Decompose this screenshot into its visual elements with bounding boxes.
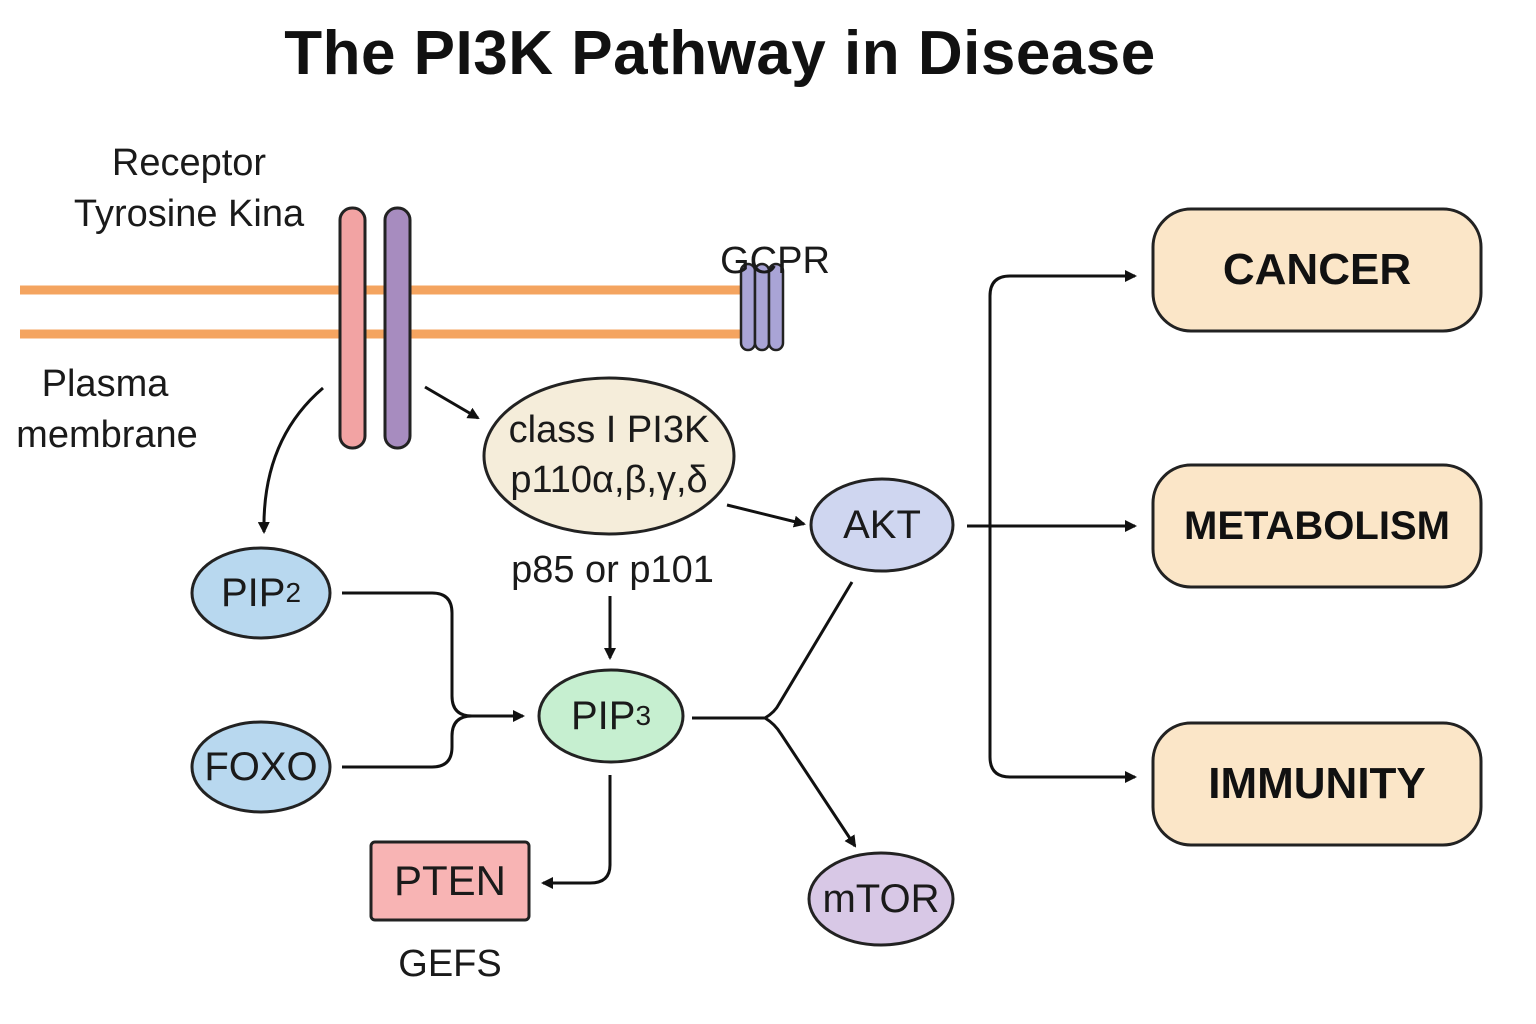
pip2-label-base: PIP — [220, 570, 286, 615]
gpcr-label: GCPR — [720, 240, 830, 282]
pi3k-label-line1: class I PI3K — [508, 409, 710, 451]
arrow-foxo-to-pip3 — [342, 714, 473, 769]
cancer-box — [1151, 207, 1483, 333]
p85-label: p85 or p101 — [511, 549, 714, 591]
pip3-node — [537, 668, 685, 764]
pi3k-label-line2: p110α,β,γ,δ — [510, 459, 708, 501]
pten-node — [369, 840, 531, 922]
akt-label: AKT — [843, 502, 921, 547]
arrow-branch-to-mtor — [764, 716, 857, 848]
pip2-node — [190, 546, 332, 640]
arrow-receptor-to-pi3k — [424, 385, 480, 420]
plasma-membrane-label-line1: Plasma — [41, 363, 169, 405]
immunity-box — [1151, 721, 1483, 847]
receptor-label-line2: Tyrosine Kina — [73, 193, 305, 235]
receptor-label-line1: Receptor — [111, 142, 267, 184]
diagram-title: The PI3K Pathway in Disease — [284, 19, 1156, 88]
mtor-label: mTOR — [822, 876, 940, 921]
arrow-pip3-to-pten — [541, 775, 612, 889]
cancer-label: CANCER — [1222, 245, 1412, 294]
pten-label: PTEN — [393, 857, 506, 904]
metabolism-label: METABOLISM — [1184, 503, 1450, 548]
plasma-membrane-label-line2: membrane — [16, 414, 198, 456]
arrow-akt-to-immunity — [988, 526, 1137, 783]
arrow-receptor-to-pip2 — [257, 386, 324, 534]
arrow-pip2-to-pip3 — [342, 591, 525, 722]
immunity-label: IMMUNITY — [1208, 759, 1426, 808]
akt-node — [809, 477, 955, 573]
pi3k-node — [482, 376, 736, 536]
pip3-label-base: PIP — [570, 693, 636, 738]
gpcr-shape — [739, 262, 785, 352]
arrow-akt-to-cancer — [988, 270, 1137, 526]
gefs-label: GEFS — [398, 943, 502, 985]
pip2-label-subscript: 2 — [285, 577, 302, 608]
metabolism-box — [1151, 463, 1483, 589]
receptor-right-chain — [383, 206, 412, 450]
mtor-node — [807, 851, 955, 947]
receptor-left-chain — [338, 206, 367, 450]
line-branch-to-akt — [764, 581, 854, 720]
pip3-label-subscript: 3 — [635, 700, 652, 731]
pi3k-label: class I PI3K p110α,β,γ,δ — [484, 400, 734, 510]
foxo-node — [190, 720, 332, 814]
foxo-label: FOXO — [204, 744, 318, 789]
arrow-pi3k-to-akt — [726, 503, 806, 528]
